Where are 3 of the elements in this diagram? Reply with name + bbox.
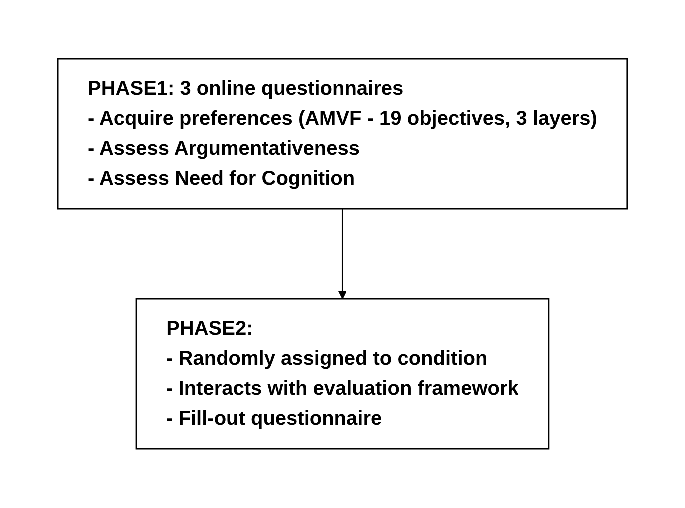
node-box: PHASE2: - Randomly assigned to condition - Interacts with evaluation framework - Fill-out questionnaire	[136, 298, 550, 450]
arrow	[338, 209, 347, 300]
node-box: PHASE1: 3 online questionnaires - Acquire preferences (AMVF - 19 objectives, 3 layers) - Assess Argumentativeness - Assess Need for Cognition	[57, 58, 628, 210]
